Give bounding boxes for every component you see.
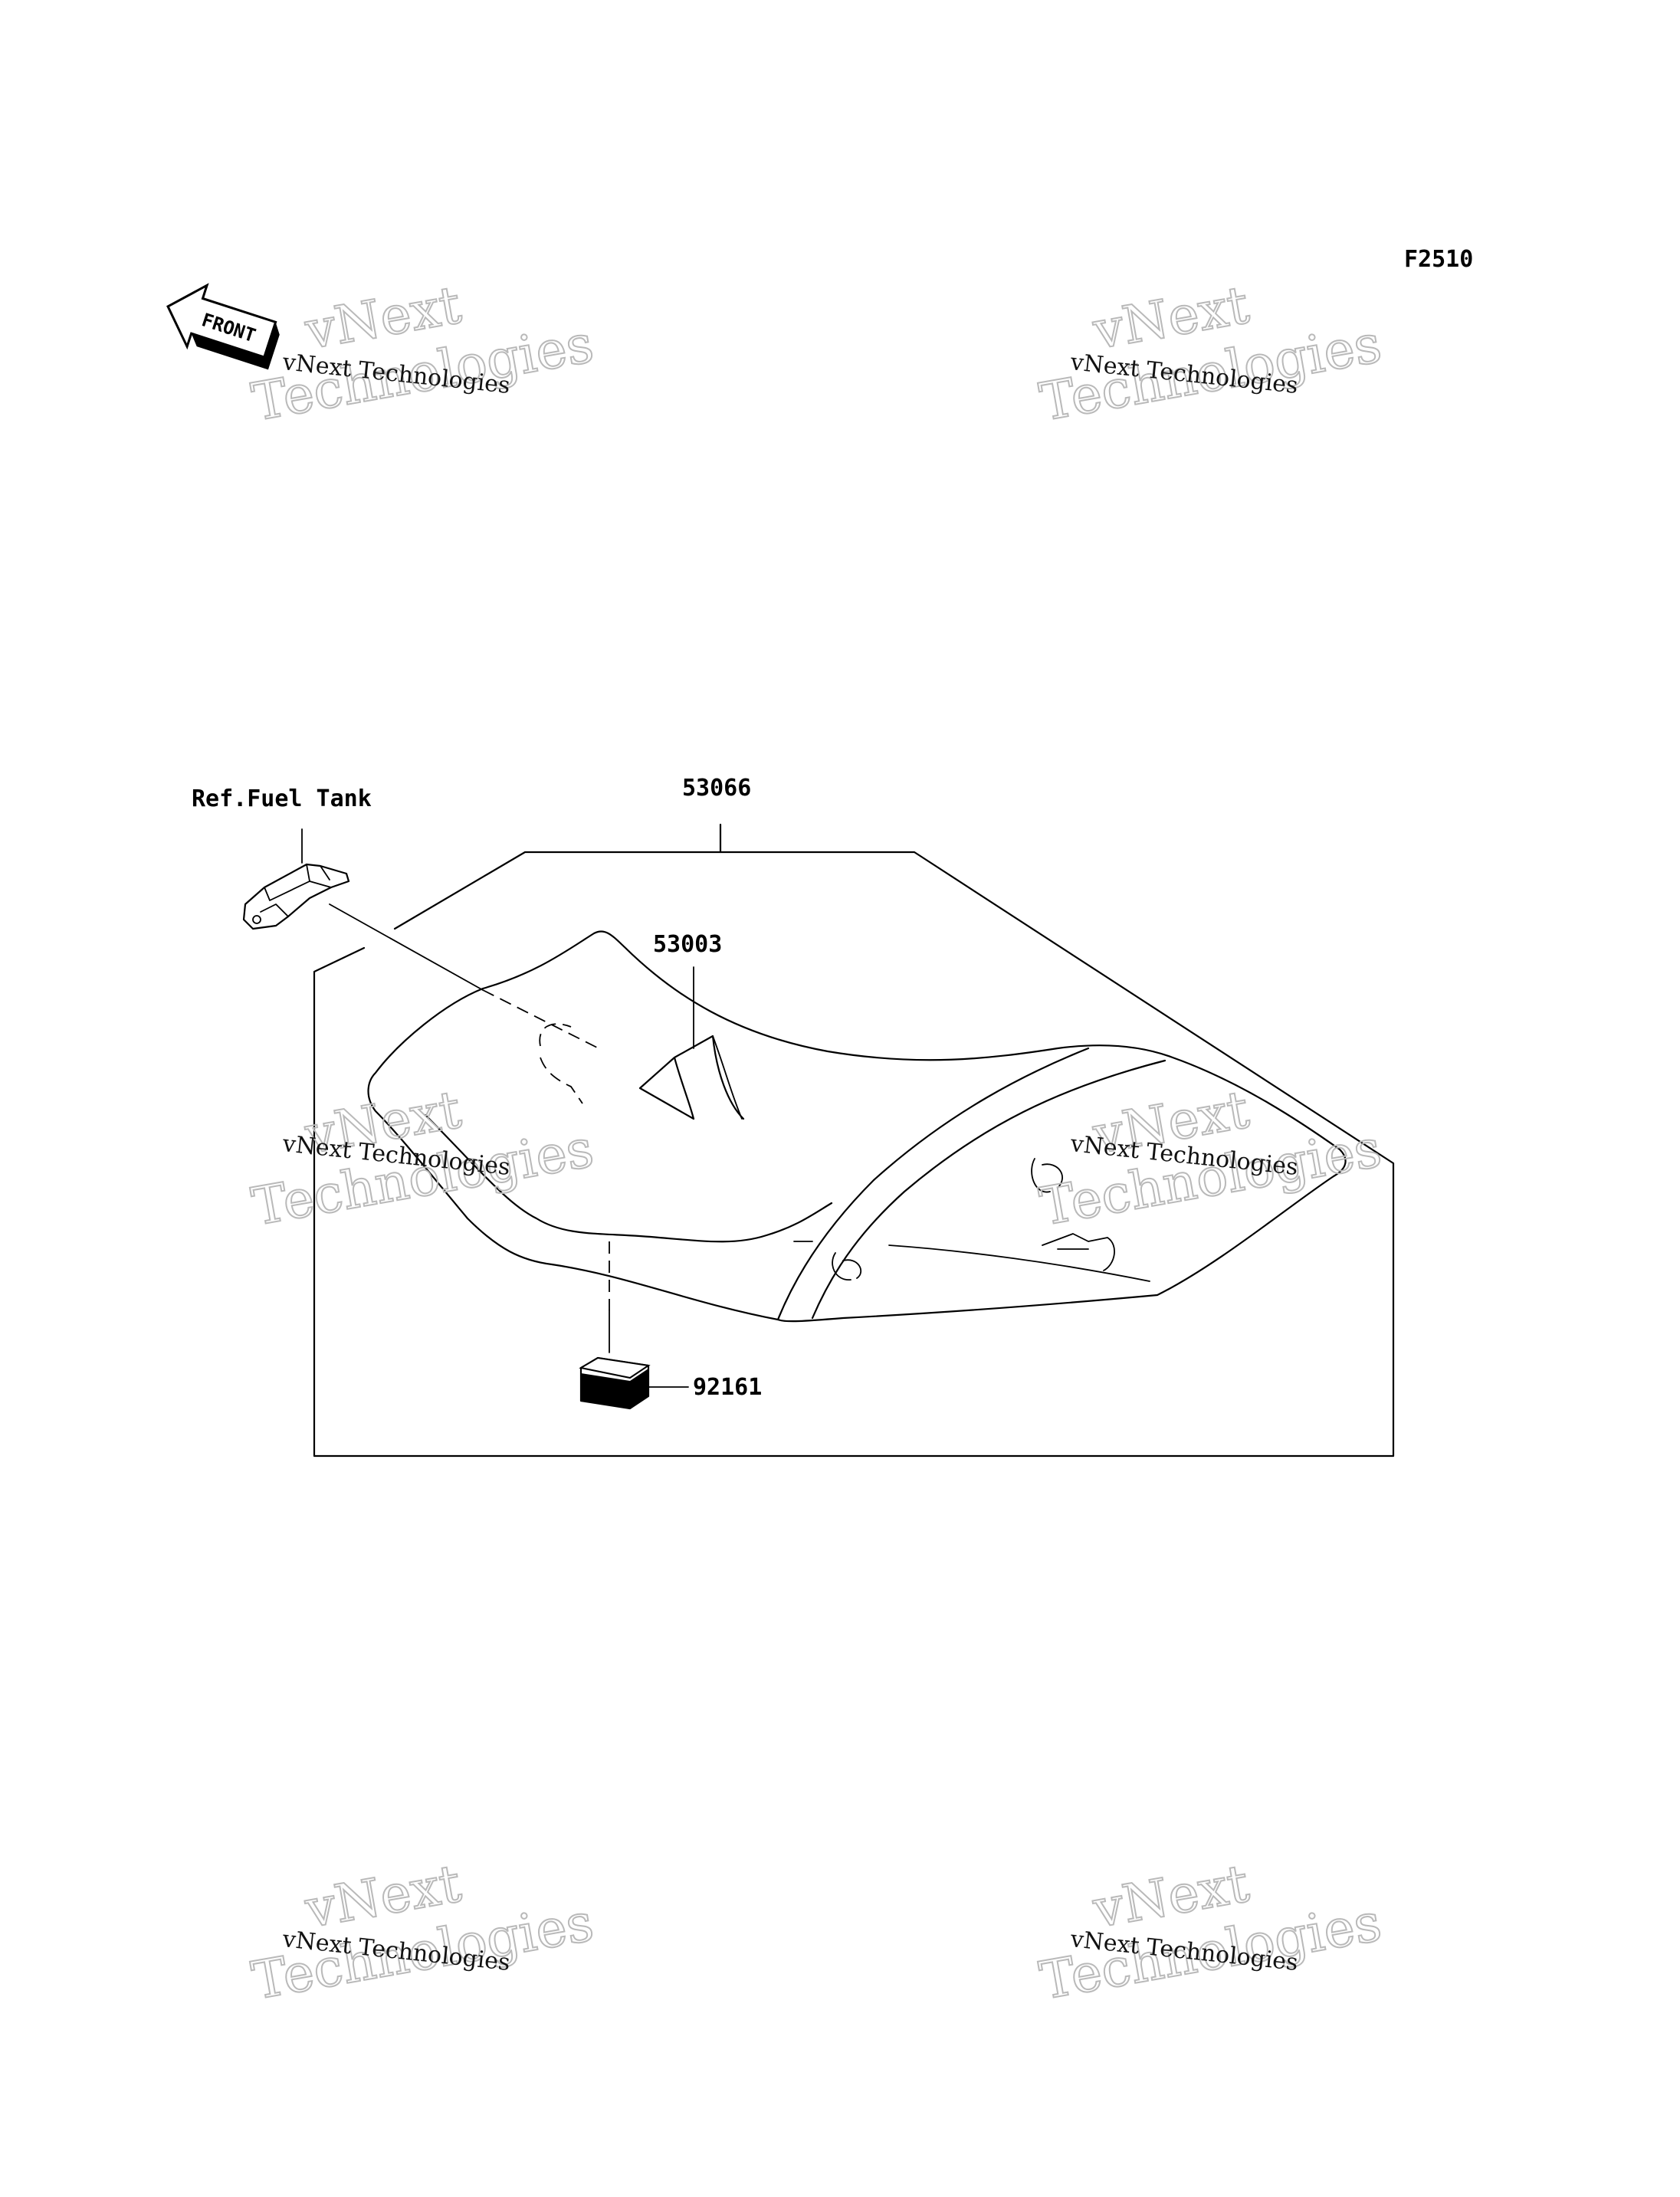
label-53003: 53003 xyxy=(653,931,722,958)
seat xyxy=(367,930,1347,1353)
front-arrow-icon: FRONT xyxy=(166,283,280,370)
fuel-tank-bracket xyxy=(242,828,350,930)
label-92161: 92161 xyxy=(693,1374,762,1401)
seat-cover-tag xyxy=(638,966,745,1120)
watermark-bottom-left: vNext Technologies xyxy=(247,1853,599,2013)
label-ref-fuel-tank: Ref.Fuel Tank xyxy=(192,785,372,812)
watermark-bottom-right: vNext Technologies xyxy=(1035,1853,1386,2013)
damper-block xyxy=(579,1356,689,1410)
figure-code: F2510 xyxy=(1404,246,1473,273)
bracket-leader xyxy=(329,903,484,991)
watermark-top-left: vNext Technologies xyxy=(247,274,599,434)
bracket-hidden-leader xyxy=(482,989,602,1051)
label-53066: 53066 xyxy=(682,775,751,802)
assembly-frame xyxy=(313,823,1395,1458)
watermark-top-right: vNext Technologies xyxy=(1035,274,1386,434)
